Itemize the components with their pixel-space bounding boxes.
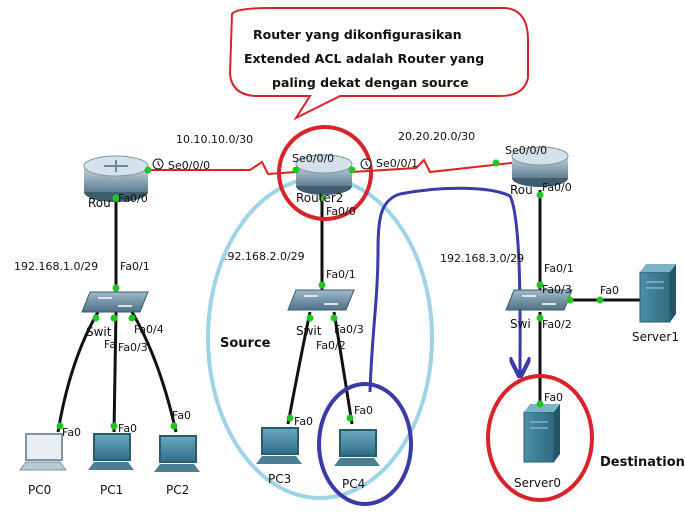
port-dots (56, 159, 604, 430)
switch1-p4-label: Fa0/4 (134, 323, 164, 336)
router1-serial-port-label: Se0/0/0 (168, 159, 210, 172)
clock-icon (360, 158, 372, 170)
switch3-p3-label: Fa0/3 (542, 283, 572, 296)
pc3-port-label: Fa0 (294, 415, 313, 428)
pc1-name: PC1 (100, 483, 123, 497)
pc0-name: PC0 (28, 483, 51, 497)
serial-link-r2-r3 (351, 158, 521, 174)
switch2-name: Swit (296, 324, 322, 338)
pc2-port-label: Fa0 (172, 409, 191, 422)
pc4[interactable] (334, 429, 380, 466)
link-switch1-pc2 (130, 311, 178, 433)
switch1-uplink-label: Fa0/1 (120, 260, 150, 273)
pc4-highlight-circle (317, 382, 413, 506)
switch1-p2-label: Fa (104, 338, 116, 351)
source-annotation: Source (220, 336, 271, 351)
callout-bubble: Router yang dikonfigurasikan Extended AC… (228, 7, 529, 121)
switch2[interactable] (287, 289, 355, 311)
switch2-p3-label: Fa0/3 (334, 323, 364, 336)
lan1-network-label: 192.168.1.0/29 (14, 260, 98, 273)
switch2-uplink-label: Fa0/1 (326, 268, 356, 281)
wan1-network-label: 10.10.10.0/30 (176, 133, 253, 146)
switch3-p2-label: Fa0/2 (542, 318, 572, 331)
pc2-name: PC2 (166, 483, 189, 497)
router3-name: Rou (510, 183, 533, 197)
switch3-uplink-label: Fa0/1 (544, 262, 574, 275)
link-switch2-pc4 (332, 311, 354, 425)
clock-icon (152, 158, 164, 170)
router2-name: Router2 (296, 191, 343, 205)
router3-serial-port-label: Se0/0/0 (505, 144, 547, 157)
router2-se1-port-label: Se0/0/1 (376, 157, 418, 170)
server0-name: Server0 (514, 476, 561, 490)
lan3-network-label: 192.168.3.0/29 (440, 252, 524, 265)
router3[interactable] (511, 146, 569, 187)
router2-fa-port-label: Fa0/0 (326, 205, 356, 218)
callout-line-2: Extended ACL adalah Router yang (244, 51, 484, 66)
pc4-port-label: Fa0 (354, 404, 373, 417)
pc1[interactable] (88, 433, 134, 470)
pc4-name: PC4 (342, 477, 365, 491)
server0-port-label: Fa0 (544, 391, 563, 404)
router1-name: Rou (88, 196, 111, 210)
switch1-p3-label: Fa0/3 (118, 341, 148, 354)
traffic-path-arrow (368, 186, 520, 393)
lan2-network-label: .92.168.2.0/29 (224, 250, 305, 263)
server0-highlight-circle (486, 374, 594, 502)
server0[interactable] (523, 404, 560, 463)
pc0[interactable] (19, 433, 67, 471)
router2-highlight-circle (277, 125, 373, 221)
pc1-port-label: Fa0 (118, 422, 137, 435)
link-switch1-pc1 (112, 311, 118, 433)
router2[interactable] (295, 154, 353, 195)
link-switch1-pc0 (56, 311, 100, 433)
router2-se0-port-label: Se0/0/0 (292, 152, 334, 165)
switch2-p2-label: Fa0/2 (316, 339, 346, 352)
callout-line-1: Router yang dikonfigurasikan (253, 27, 462, 42)
pc0-port-label: Fa0 (62, 426, 81, 439)
switch3-name: Swi (510, 317, 531, 331)
switch1[interactable] (81, 291, 149, 313)
switch3-fa0-label: Fa0 (600, 284, 619, 297)
server1[interactable] (639, 264, 676, 323)
router3-fa-port-label: Fa0/0 (542, 181, 572, 194)
wan2-network-label: 20.20.20.0/30 (398, 130, 475, 143)
callout-line-3: paling dekat dengan source (272, 75, 469, 90)
link-switch2-pc3 (286, 311, 312, 425)
router1[interactable] (83, 155, 149, 202)
pc2[interactable] (154, 435, 200, 472)
router1-fa-port-label: Fa0/0 (118, 192, 148, 205)
server1-name: Server1 (632, 330, 679, 344)
switch1-name: Swit (86, 325, 112, 339)
pc3[interactable] (256, 427, 302, 464)
pc3-name: PC3 (268, 472, 291, 486)
destination-annotation: Destination (600, 455, 685, 470)
switch3[interactable] (505, 289, 573, 311)
